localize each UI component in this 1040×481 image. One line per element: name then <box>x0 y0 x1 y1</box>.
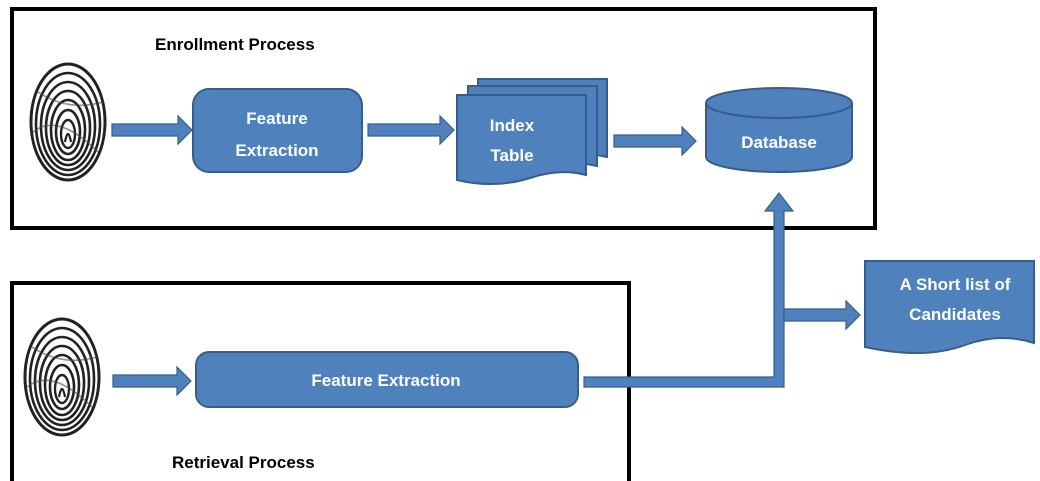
retrieval-feature-extraction-box: Feature Extraction <box>195 351 579 408</box>
shortlist-document: A Short list of Candidates <box>864 260 1035 355</box>
feature-box-line1: Feature <box>246 109 307 128</box>
retrieval-frame <box>10 281 631 481</box>
enrollment-frame <box>10 7 877 230</box>
arrow-index-to-database <box>613 125 697 157</box>
index-table-line1: Index <box>490 116 535 135</box>
feature-box-line2: Extraction <box>235 141 318 160</box>
shortlist-line2: Candidates <box>909 305 1001 324</box>
shortlist-line1: A Short list of <box>900 275 1011 294</box>
arrow-fingerprint-to-feature-retrieval <box>112 365 192 397</box>
index-table-box: Index Table <box>456 78 608 186</box>
fingerprint-icon <box>29 62 107 182</box>
database-cylinder: Database <box>705 87 853 173</box>
arrow-fingerprint-to-feature <box>111 114 193 146</box>
fingerprint-icon <box>23 317 101 437</box>
enrollment-title: Enrollment Process <box>155 35 315 54</box>
arrow-to-shortlist <box>783 299 861 331</box>
arrow-feature-to-index <box>367 114 455 146</box>
feature-extraction-box: Feature Extraction <box>192 88 363 173</box>
index-table-line2: Table <box>490 146 533 165</box>
arrow-retrieval-to-database <box>583 192 795 388</box>
database-label: Database <box>741 133 817 152</box>
retrieval-feature-label: Feature Extraction <box>311 371 460 390</box>
retrieval-title: Retrieval Process <box>172 453 315 472</box>
